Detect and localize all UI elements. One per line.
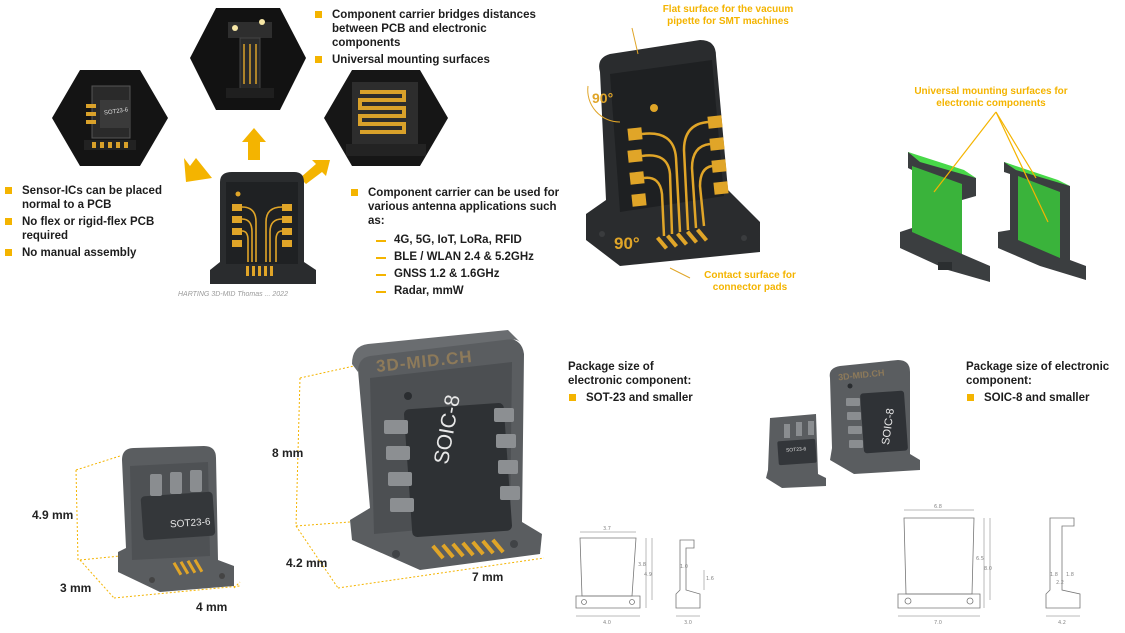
package-bullets-large: SOIC-8 and smaller bbox=[966, 391, 1116, 408]
label-contact-surface: Contact surface for connector pads bbox=[704, 270, 796, 293]
hex-left-chip-label: SOT23-6 bbox=[103, 107, 129, 117]
dim-text: 6.8 bbox=[934, 504, 942, 510]
dim-text: 3.7 bbox=[603, 526, 611, 532]
dim-depth-small: 3 mm bbox=[60, 581, 92, 595]
dim-width-small: 4 mm bbox=[196, 600, 228, 614]
bullet-antenna-intro: Component carrier can be used for variou… bbox=[350, 186, 560, 228]
bullet-universal-mounting: Universal mounting surfaces bbox=[314, 53, 554, 67]
package-bullet-soic8: SOIC-8 and smaller bbox=[966, 391, 1116, 405]
antenna-app-item: Radar, mmW bbox=[370, 283, 570, 300]
dim-text: 1.6 bbox=[706, 576, 714, 582]
antenna-app-item: 4G, 5G, IoT, LoRa, RFID bbox=[370, 232, 570, 249]
dim-text: 1.0 bbox=[680, 564, 688, 570]
dim-text: 2.2 bbox=[1056, 580, 1064, 586]
package-bullets-small: SOT-23 and smaller bbox=[568, 391, 728, 408]
dim-text: 6.5 bbox=[976, 556, 984, 562]
angle-bottom-label: 90° bbox=[614, 234, 640, 253]
dim-depth-large: 4.2 mm bbox=[286, 556, 328, 570]
dim-height-small: 4.9 mm bbox=[32, 508, 74, 522]
antenna-app-list: 4G, 5G, IoT, LoRa, RFID BLE / WLAN 2.4 &… bbox=[370, 232, 570, 300]
sot23-chip-label: SOT23-6 bbox=[169, 516, 211, 531]
dim-text: 8.0 bbox=[984, 566, 992, 572]
dim-text: 3.0 bbox=[684, 620, 692, 626]
dim-text: 3.8 bbox=[638, 562, 646, 568]
large-carrier-chip-label: SOIC-8 bbox=[880, 407, 897, 446]
antenna-app-item: BLE / WLAN 2.4 & 5.2GHz bbox=[370, 249, 570, 266]
label-vacuum-surface: Flat surface for the vacuum pipette for … bbox=[662, 4, 794, 27]
antenna-app-item: GNSS 1.2 & 1.6GHz bbox=[370, 266, 570, 283]
soic8-top-text: 3D-MID.CH bbox=[375, 346, 474, 377]
bullets-left: Sensor-ICs can be placed normal to a PCB… bbox=[4, 184, 174, 263]
dim-text: 7.0 bbox=[934, 620, 942, 626]
soic8-chip-label: SOIC-8 bbox=[430, 393, 465, 466]
package-header-small: Package size of electronic component: bbox=[568, 361, 692, 387]
bullets-top: Component carrier bridges distances betw… bbox=[314, 8, 554, 70]
package-bullet-sot23: SOT-23 and smaller bbox=[568, 391, 728, 405]
dim-text: 4.2 bbox=[1058, 620, 1066, 626]
dim-text: 1.8 bbox=[1050, 572, 1058, 578]
bullet-no-flex: No flex or rigid-flex PCB required bbox=[4, 215, 174, 243]
footer-fragment: HARTING 3D-MID Thomas ... 2022 bbox=[178, 291, 288, 298]
package-header-large: Package size of electronic component: bbox=[966, 361, 1110, 387]
angle-top-label: 90° bbox=[592, 90, 614, 106]
dim-width-large: 7 mm bbox=[472, 570, 504, 584]
dim-height-large: 8 mm bbox=[272, 446, 304, 460]
dim-text: 1.8 bbox=[1066, 572, 1074, 578]
dim-text: 4.0 bbox=[603, 620, 611, 626]
label-universal-surfaces: Universal mounting surfaces for electron… bbox=[914, 86, 1068, 109]
large-carrier-top-text: 3D-MID.CH bbox=[837, 367, 885, 383]
bullet-sensor-ics: Sensor-ICs can be placed normal to a PCB bbox=[4, 184, 174, 212]
bullet-no-manual: No manual assembly bbox=[4, 246, 174, 260]
bullets-right: Component carrier can be used for variou… bbox=[350, 186, 560, 231]
bullet-carrier-bridges: Component carrier bridges distances betw… bbox=[314, 8, 554, 50]
dim-text: 4.9 bbox=[644, 572, 652, 578]
small-carrier-chip-label: SOT23-6 bbox=[785, 446, 807, 454]
